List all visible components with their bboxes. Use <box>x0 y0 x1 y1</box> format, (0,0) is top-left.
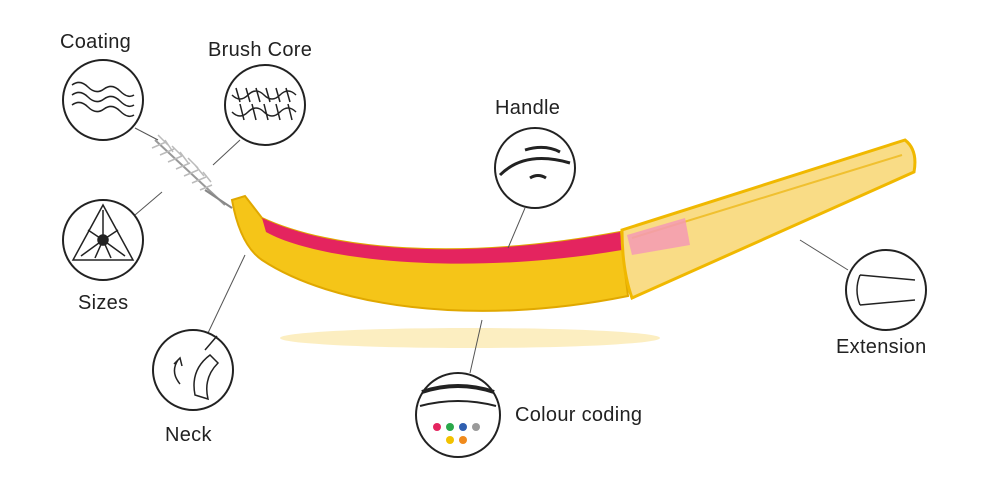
colour-band-icon <box>421 384 495 394</box>
coating-wire-icon <box>71 81 135 118</box>
extension-tube-icon <box>856 274 916 306</box>
sizes-bristles-icon <box>80 210 126 259</box>
colour-coding-circle <box>415 372 501 458</box>
neck-bend-icon <box>173 335 220 401</box>
neck-circle <box>152 329 234 411</box>
colour-dots <box>433 423 480 444</box>
brush-core-label: Brush Core <box>208 39 313 61</box>
handle-label: Handle <box>495 97 561 119</box>
brush-bristles <box>151 134 233 209</box>
sizes-triangle-icon <box>71 203 135 261</box>
leader-lines <box>134 127 849 374</box>
handle-pink-grip <box>262 218 622 264</box>
coating-label: Coating <box>60 31 132 53</box>
extension-body <box>620 138 917 301</box>
sizes-label: Sizes <box>78 292 129 314</box>
reflection <box>280 328 660 348</box>
neck-label: Neck <box>165 424 212 446</box>
extension-circle <box>845 249 927 331</box>
handle-grip-icon <box>498 145 571 180</box>
extension-label: Extension <box>836 336 927 358</box>
colour-coding-label: Colour coding <box>515 404 643 426</box>
brush-core-icon <box>231 87 297 121</box>
handle-circle <box>494 127 576 209</box>
